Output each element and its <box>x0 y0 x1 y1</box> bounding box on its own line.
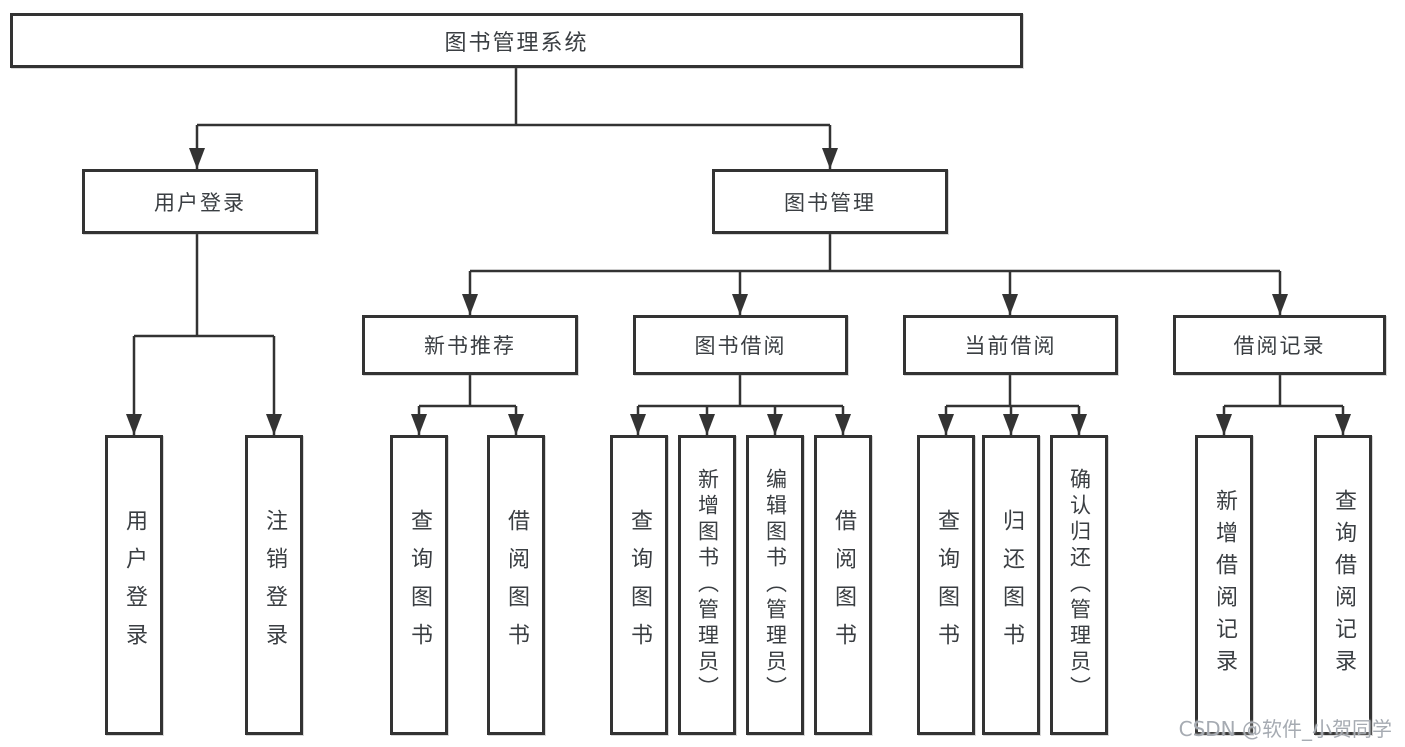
node-borrow-record: 借阅记录 <box>1173 315 1386 375</box>
node-leaf-add-books-admin: 新增图书（管理员） <box>678 435 736 735</box>
node-label: 新书推荐 <box>424 334 516 358</box>
node-leaf-edit-books-admin: 编辑图书（管理员） <box>746 435 804 735</box>
node-leaf-borrow-books-2: 借阅图书 <box>814 435 872 735</box>
node-label: 编辑图书（管理员） <box>763 468 788 702</box>
node-label: 用户登录 <box>154 190 246 215</box>
node-user-login: 用户登录 <box>82 169 318 234</box>
node-leaf-borrow-books-1: 借阅图书 <box>487 435 545 735</box>
node-label: 新增借阅记录 <box>1212 489 1237 681</box>
node-leaf-query-books-1: 查询图书 <box>390 435 448 735</box>
node-library-management-system: 图书管理系统 <box>10 13 1023 68</box>
node-current-borrow: 当前借阅 <box>903 315 1118 375</box>
node-leaf-confirm-return-admin: 确认归还（管理员） <box>1050 435 1108 735</box>
node-leaf-query-borrow-record: 查询借阅记录 <box>1314 435 1372 735</box>
node-label: 归还图书 <box>999 509 1024 661</box>
node-label: 借阅记录 <box>1233 334 1326 358</box>
node-label: 确认归还（管理员） <box>1067 468 1092 702</box>
node-label: 查询图书 <box>934 509 959 661</box>
node-label: 注销登录 <box>262 509 287 661</box>
csdn-watermark: CSDN @软件_小贺同学 <box>1178 717 1392 741</box>
node-label: 用户登录 <box>122 509 147 661</box>
node-label: 查询图书 <box>627 509 652 661</box>
node-new-book-recommend: 新书推荐 <box>362 315 578 375</box>
node-label: 借阅图书 <box>831 509 856 661</box>
node-label: 图书管理 <box>784 190 876 215</box>
node-leaf-logout: 注销登录 <box>245 435 303 735</box>
node-leaf-user-login: 用户登录 <box>105 435 163 735</box>
node-label: 查询图书 <box>407 509 432 661</box>
node-label: 图书管理系统 <box>444 30 589 56</box>
node-label: 借阅图书 <box>504 509 529 661</box>
node-book-management: 图书管理 <box>712 169 948 234</box>
node-label: 图书借阅 <box>694 334 787 358</box>
node-book-borrow: 图书借阅 <box>633 315 848 375</box>
node-leaf-query-books-2: 查询图书 <box>610 435 668 735</box>
node-label: 新增图书（管理员） <box>695 468 720 702</box>
node-leaf-add-borrow-record: 新增借阅记录 <box>1195 435 1253 735</box>
node-label: 当前借阅 <box>964 334 1057 358</box>
node-leaf-return-books: 归还图书 <box>982 435 1040 735</box>
node-leaf-query-books-3: 查询图书 <box>917 435 975 735</box>
node-label: 查询借阅记录 <box>1331 489 1356 681</box>
